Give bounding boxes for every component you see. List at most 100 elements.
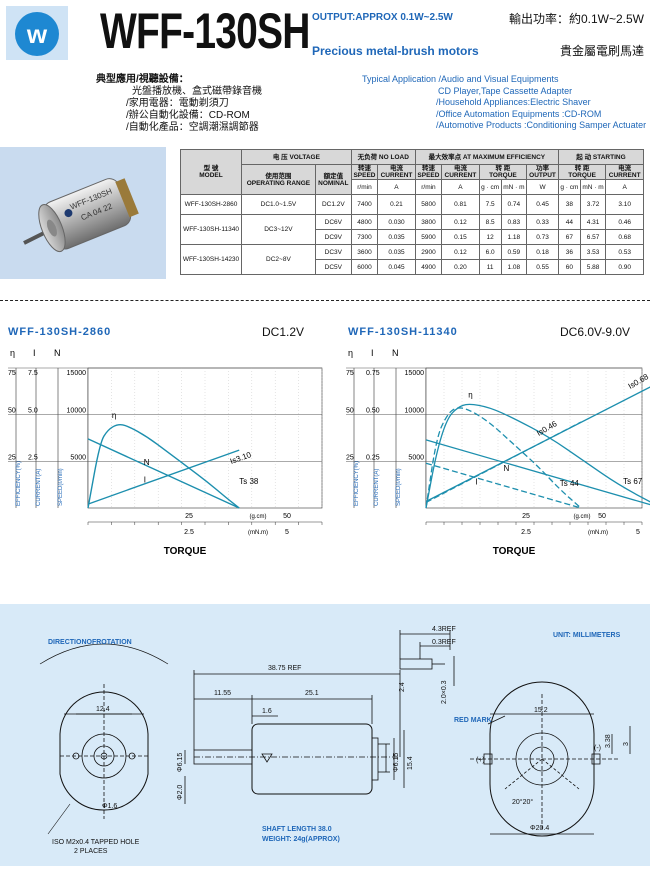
axis-head: N bbox=[54, 348, 61, 358]
speed-tick: 5000 bbox=[70, 454, 86, 461]
shaft-length: SHAFT LENGTH 38.0 bbox=[262, 826, 332, 833]
speed-9v-end-label: Ts 67 bbox=[623, 477, 643, 486]
cell: 5.88 bbox=[579, 259, 607, 275]
cell-nominal: DC3V bbox=[314, 244, 352, 260]
eff-tick: 75 bbox=[346, 370, 354, 377]
cell-range: DC3~12V bbox=[241, 214, 316, 245]
cell: 36 bbox=[557, 244, 581, 260]
cell: 11 bbox=[478, 259, 502, 275]
output-cn: 輸出功率：約0.1W~2.5W bbox=[508, 12, 644, 26]
eff-axis-label: EFFICIENCY(%) bbox=[16, 461, 22, 506]
x-tick-gcm: 50 bbox=[598, 513, 606, 520]
cell: 4.31 bbox=[579, 214, 607, 230]
cell: 0.12 bbox=[441, 214, 480, 230]
eff-label: η bbox=[112, 411, 116, 420]
dim-15-2: 15.2 bbox=[534, 707, 548, 714]
cell-nominal: DC5V bbox=[314, 259, 352, 275]
cell: 6.0 bbox=[478, 244, 502, 260]
cell: 0.035 bbox=[377, 229, 416, 245]
eff-tick: 25 bbox=[346, 454, 354, 461]
angle-label: 20°20° bbox=[512, 798, 533, 806]
app-en-line: /Office Automation Equipments :CD-ROM bbox=[436, 108, 602, 119]
unit: g · cm bbox=[478, 179, 502, 195]
speed-tick: 15000 bbox=[405, 370, 425, 377]
speed-curve bbox=[87, 438, 240, 509]
cell: 0.59 bbox=[500, 244, 528, 260]
axis-head: η bbox=[348, 348, 353, 358]
svg-text:w: w bbox=[26, 19, 48, 49]
cur-tick: 0.75 bbox=[366, 370, 380, 377]
efficiency-9v-curve bbox=[425, 403, 650, 509]
weight: WEIGHT: 24g(APPROX) bbox=[262, 836, 340, 843]
speed-tick: 5000 bbox=[408, 454, 424, 461]
speed-tick: 10000 bbox=[405, 408, 425, 415]
cell: 0.81 bbox=[441, 194, 480, 215]
app-cn-line: /家用電器：電動剃須刀 bbox=[126, 98, 229, 109]
x-axis-title: TORQUE bbox=[164, 546, 207, 557]
minus-terminal: (-) bbox=[594, 745, 601, 752]
efficiency-curve bbox=[87, 424, 240, 509]
app-en-line: /Automotive Products :Conditioning Sampe… bbox=[436, 120, 647, 130]
current-9v-curve bbox=[425, 386, 650, 503]
cell-model: WFF-130SH-14230 bbox=[180, 244, 242, 275]
output-en: OUTPUT:APPROX 0.1W~2.5W bbox=[312, 12, 453, 23]
x-unit-mnm: (mN.m) bbox=[248, 530, 268, 536]
axis-head: I bbox=[33, 348, 36, 358]
cell: 0.15 bbox=[441, 229, 480, 245]
dim-12-4: 12.4 bbox=[96, 706, 110, 713]
cur-tick: 0.25 bbox=[366, 454, 380, 461]
chart1-title: WFF-130SH-2860 bbox=[8, 326, 112, 338]
cell: 0.030 bbox=[377, 214, 416, 230]
cell: 0.12 bbox=[441, 244, 480, 260]
unit: A bbox=[377, 179, 416, 195]
cell: 2900 bbox=[414, 244, 443, 260]
cell: 1.18 bbox=[500, 229, 528, 245]
axis-panel bbox=[346, 368, 426, 508]
unit-label: UNIT: MILLIMETERS bbox=[553, 632, 621, 639]
th-noload: 无负荷 NO LOAD bbox=[350, 149, 416, 165]
current-label: I bbox=[144, 476, 146, 485]
cell: 6000 bbox=[350, 259, 379, 275]
model-title: WFF-130SH bbox=[100, 3, 310, 59]
current-axis-label: CURRENT(A) bbox=[36, 469, 42, 506]
cell-nominal: DC6V bbox=[314, 214, 352, 230]
x-tick-mnm: 2.5 bbox=[184, 529, 194, 536]
dim-3-38: 3.38 bbox=[605, 734, 612, 748]
app-en-line: Typical Application /Audio and Visual Eq… bbox=[362, 74, 559, 84]
cell: 7400 bbox=[350, 194, 379, 215]
direction-label: DIRECTIONOFROTATION bbox=[48, 639, 132, 646]
unit: r/min bbox=[350, 179, 379, 195]
cell: 44 bbox=[557, 214, 581, 230]
unit: W bbox=[526, 179, 559, 195]
speed-axis-label: SPEED(r/min) bbox=[58, 468, 64, 506]
dimension-drawing: DIRECTIONOFROTATION UNIT: MILLIMETERS 38… bbox=[0, 604, 650, 866]
cell: 0.18 bbox=[526, 244, 559, 260]
app-cn-line: 光盤播放機、盒式磁帶錄音機 bbox=[132, 86, 262, 97]
cell: 0.46 bbox=[605, 214, 644, 230]
cell: 0.53 bbox=[605, 244, 644, 260]
cell: 4800 bbox=[350, 214, 379, 230]
cell-range: DC1.0~1.5V bbox=[241, 194, 316, 215]
plus-terminal: (+) bbox=[476, 757, 485, 764]
x-axis-title: TORQUE bbox=[493, 546, 536, 557]
unit: A bbox=[441, 179, 480, 195]
x-tick-gcm: 25 bbox=[185, 513, 193, 520]
table-row: WFF-130SH-2860 DC1.0~1.5V DC1.2V 7400 0.… bbox=[180, 194, 644, 215]
cell: 5800 bbox=[414, 194, 443, 215]
unit: r/min bbox=[414, 179, 443, 195]
speed-tick: 15000 bbox=[67, 370, 87, 377]
desc-en: Precious metal-brush motors bbox=[312, 44, 479, 58]
section-divider bbox=[0, 300, 650, 301]
cell: 0.045 bbox=[377, 259, 416, 275]
cell: 0.74 bbox=[500, 194, 528, 215]
dim-11-55: 11.55 bbox=[214, 690, 231, 697]
cell-range: DC2~8V bbox=[241, 244, 316, 275]
speed-label: N bbox=[503, 464, 509, 473]
cell: 60 bbox=[557, 259, 581, 275]
